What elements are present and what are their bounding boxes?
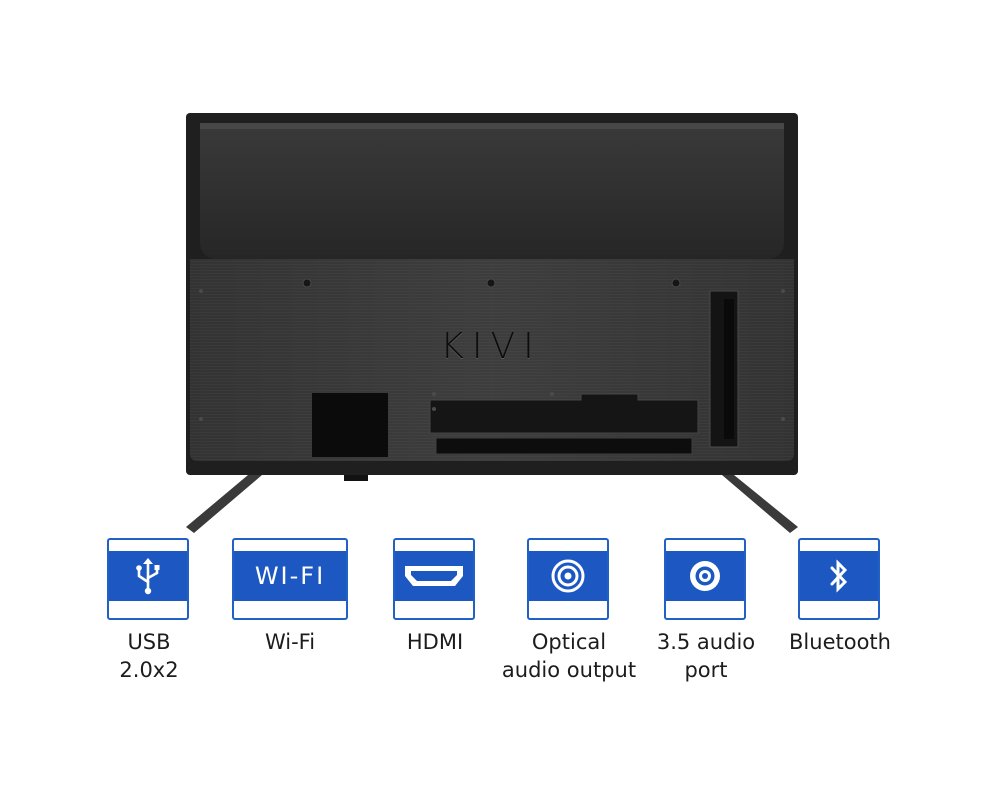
features-row: USB 2.0x2 WI-FI Wi-Fi HDMI	[0, 538, 1000, 698]
optical-audio-icon	[551, 559, 585, 593]
hdmi-icon	[405, 566, 463, 586]
wifi-icon-box: WI-FI	[232, 538, 348, 620]
usb-icon	[136, 558, 160, 595]
wifi-icon: WI-FI	[254, 562, 326, 590]
power-port-cover	[312, 393, 388, 457]
bluetooth-icon-box	[798, 538, 880, 620]
feature-usb-caption: USB 2.0x2	[119, 630, 179, 682]
feature-wifi-caption: Wi-Fi	[264, 630, 316, 654]
feature-bluetooth-caption: Bluetooth	[789, 630, 891, 654]
stand-leg-left	[186, 475, 262, 533]
bluetooth-icon	[830, 559, 848, 593]
port-panel	[429, 393, 699, 434]
lower-port-strip	[435, 437, 693, 455]
optical-icon-box	[527, 538, 609, 620]
audio-jack-icon	[690, 561, 720, 591]
feature-optical-caption: Optical audio output	[501, 630, 637, 682]
tv-back-view: KIVI	[186, 113, 798, 533]
usb-icon-box	[107, 538, 189, 620]
feature-hdmi-caption: HDMI	[406, 630, 464, 654]
feature-audio-jack-caption: 3.5 audio port	[656, 630, 756, 682]
hdmi-icon-box	[393, 538, 475, 620]
stand-leg-right	[722, 475, 798, 533]
audio-jack-icon-box	[664, 538, 746, 620]
tv-back-illustration	[186, 113, 798, 533]
brand-logo: KIVI	[440, 326, 542, 367]
